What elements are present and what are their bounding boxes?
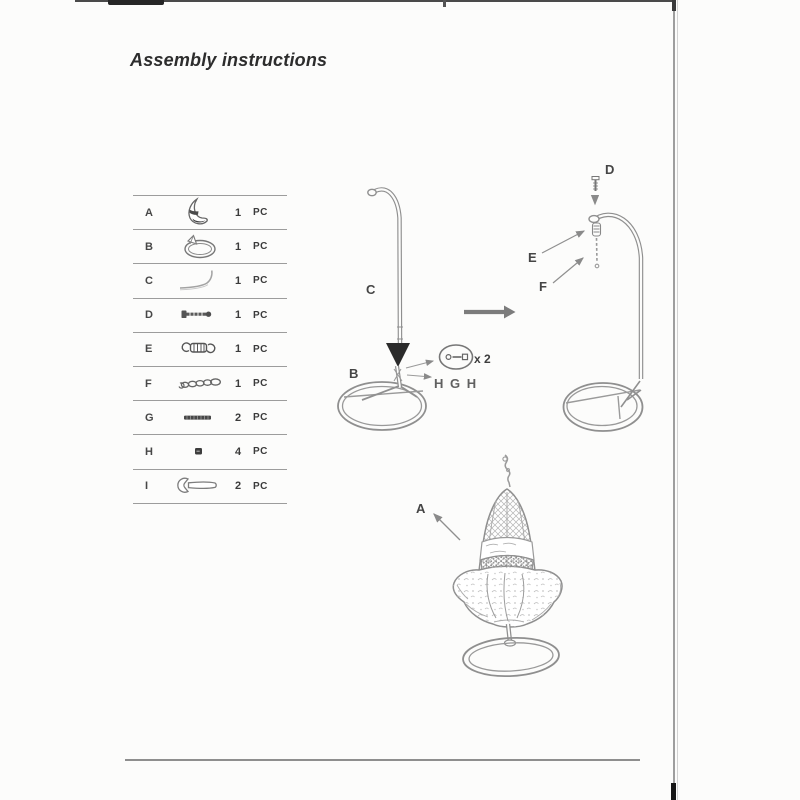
part-unit: PC — [253, 275, 268, 287]
spring-leader-arrow — [541, 230, 586, 254]
page-title: Assembly instructions — [130, 50, 328, 70]
threaded-rod-part-icon — [165, 403, 231, 433]
parts-table-row: D 1 PC — [133, 299, 287, 333]
chain-part-icon — [165, 369, 231, 399]
nut-part-icon — [165, 437, 231, 467]
pole-label: C — [366, 282, 376, 297]
parts-table-row: A 1 PC — [133, 196, 287, 231]
page-footer-rule — [125, 759, 640, 761]
hardware-callout — [438, 344, 474, 370]
parts-table-row: C 1 PC — [133, 264, 287, 299]
part-unit: PC — [253, 446, 268, 458]
part-quantity: 1 — [234, 309, 242, 322]
part-letter: D — [145, 309, 153, 322]
hanging-chair-part-icon — [165, 196, 231, 228]
part-unit: PC — [253, 378, 268, 390]
part-letter: F — [145, 377, 152, 390]
part-quantity: 1 — [234, 206, 242, 219]
hardware-leader-arrow — [406, 373, 433, 380]
chair-leader-arrow — [433, 513, 461, 541]
hardware-count-label: x 2 — [474, 352, 491, 366]
part-quantity: 1 — [234, 343, 242, 356]
spring-label: E — [528, 250, 537, 265]
bolt-label: D — [605, 162, 614, 177]
part-quantity: 1 — [234, 274, 242, 287]
part-letter: A — [145, 206, 153, 219]
scan-corner-mark-bottom — [671, 783, 676, 800]
stand-pole-part-icon — [165, 266, 231, 296]
part-unit: PC — [253, 480, 268, 492]
part-letter: B — [145, 240, 153, 253]
scan-top-edge-line — [75, 0, 676, 2]
part-unit: PC — [253, 412, 268, 424]
scan-top-edge-mark — [108, 0, 164, 5]
part-unit: PC — [253, 241, 268, 253]
part-unit: PC — [253, 207, 268, 219]
parts-table-row: B 1 PC — [133, 230, 287, 265]
part-letter: E — [145, 343, 153, 356]
part-letter: I — [145, 480, 149, 493]
bolt-drawing — [591, 176, 600, 191]
part-quantity: 4 — [234, 445, 242, 458]
parts-table-row: E 1 PC — [133, 333, 287, 367]
scan-corner-mark-top — [672, 0, 676, 11]
page-right-edge-line — [673, 0, 675, 800]
page-right-edge-shadow — [677, 0, 678, 800]
chair-label: A — [416, 501, 426, 516]
spring-part-icon — [165, 334, 231, 364]
hardware-sequence-label: H G H — [434, 376, 478, 391]
part-quantity: 1 — [234, 240, 242, 253]
assembled-stand-drawing — [562, 212, 644, 432]
part-quantity: 1 — [234, 377, 242, 390]
part-letter: C — [145, 274, 153, 287]
parts-table-row: F 1 PC — [133, 367, 287, 402]
next-step-arrow — [464, 305, 516, 319]
part-quantity: 2 — [234, 411, 242, 424]
part-letter: H — [145, 445, 153, 458]
stand-base-drawing — [337, 365, 427, 431]
hanging-chair-drawing — [452, 454, 563, 678]
part-quantity: 2 — [234, 480, 242, 493]
scan-top-edge-tick — [443, 0, 446, 7]
parts-table-row: G 2 PC — [133, 401, 287, 436]
part-unit: PC — [253, 343, 268, 355]
bolt-part-icon — [165, 300, 231, 330]
part-unit: PC — [253, 309, 268, 321]
stand-base-part-icon — [165, 232, 231, 262]
parts-table-row: H 4 PC — [133, 435, 287, 470]
wrench-part-icon — [165, 471, 231, 501]
spring-chain-drawing — [591, 222, 602, 269]
chain-leader-arrow — [552, 257, 584, 284]
part-letter: G — [145, 411, 154, 424]
base-label: B — [349, 366, 358, 381]
parts-table-row: I 2 PC — [133, 470, 287, 504]
parts-table: A 1 PC B 1 PC — [133, 195, 287, 504]
hardware-leader-arrow — [405, 359, 435, 369]
stand-pole-drawing — [367, 187, 403, 346]
chain-label: F — [539, 279, 547, 294]
